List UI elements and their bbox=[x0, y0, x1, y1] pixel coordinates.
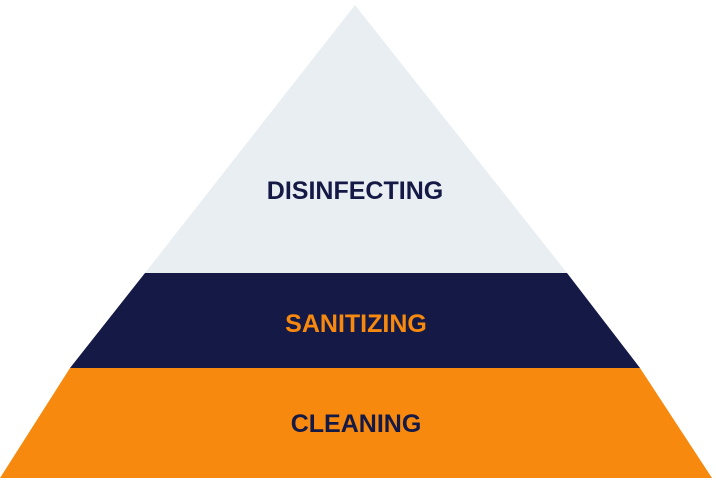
tier-bottom-shape bbox=[0, 368, 712, 478]
tier-top-shape bbox=[145, 5, 567, 273]
tier-middle-label: SANITIZING bbox=[285, 310, 427, 338]
tier-top-label: DISINFECTING bbox=[267, 177, 443, 205]
tier-bottom-label: CLEANING bbox=[291, 410, 422, 438]
tier-middle-shape bbox=[70, 273, 640, 368]
